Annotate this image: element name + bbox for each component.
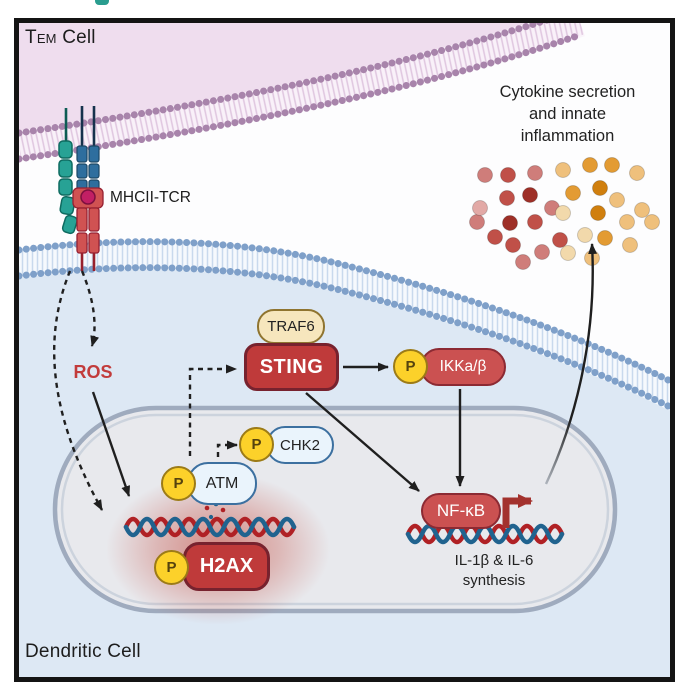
- cytokine-caption: Cytokine secretion and innate inflammati…: [455, 82, 680, 148]
- arrow-ros-to-dna: [91, 391, 131, 497]
- cytokine-dot: [505, 237, 521, 253]
- damaged-dna: [123, 516, 297, 538]
- cytokine-dot: [555, 205, 571, 221]
- cytokine-caption-line1: Cytokine secretion: [499, 83, 636, 101]
- peptide-antigen: [80, 189, 96, 205]
- cytokine-dot: [634, 202, 650, 218]
- arrow-atm-to-chk2: [216, 440, 238, 457]
- cytokine-dot: [565, 185, 581, 201]
- mhcii-tcr-receptor: [58, 106, 104, 271]
- il-synthesis-caption: IL-1β & IL-6 synthesis: [414, 551, 574, 591]
- ros-label: ROS: [73, 362, 113, 382]
- cytokine-dots: [469, 157, 660, 270]
- h2ax-phospho-badge: P: [154, 550, 189, 585]
- cytokine-caption-line2: and innate: [528, 104, 607, 123]
- top-crop-artifact: [95, 0, 109, 5]
- cytokine-dot: [577, 227, 593, 243]
- cytokine-dot: [499, 190, 515, 206]
- il-synthesis-line1: IL-1β & IL-6: [454, 552, 534, 569]
- sting-node: STING: [244, 343, 339, 391]
- traf6-node: TRAF6: [257, 309, 325, 344]
- cytokine-dot: [622, 237, 638, 253]
- ikk-phospho-badge: P: [393, 349, 428, 384]
- cytokine-dot: [609, 192, 625, 208]
- cytokine-dot: [592, 180, 608, 196]
- arrow-to-cytokine-secretion: [544, 243, 598, 485]
- cytokine-dot: [527, 214, 543, 230]
- pathway-arrows: [52, 243, 598, 511]
- cytokine-dot: [522, 187, 538, 203]
- nfkb-node: NF-κB: [421, 493, 501, 529]
- cytokine-dot: [469, 214, 485, 230]
- cd4-chain: [58, 140, 78, 235]
- ikk-node: IKKa/β: [420, 348, 506, 386]
- cytokine-dot: [500, 167, 516, 183]
- atm-phospho-badge: P: [161, 466, 196, 501]
- cytokine-dot: [527, 165, 543, 181]
- cytokine-dot: [534, 244, 550, 260]
- dendritic-cell-label: Dendritic Cell: [25, 641, 141, 662]
- cytokine-caption-line3: inflammation: [520, 126, 615, 145]
- tem-cell-label-subscript: EM: [36, 31, 57, 46]
- cytokine-dot: [515, 254, 531, 270]
- atm-node: ATM: [187, 462, 257, 505]
- il-synthesis-line2: synthesis: [462, 571, 526, 589]
- cytokine-dot: [644, 214, 660, 230]
- receptor-label: MHCII-TCR: [110, 189, 191, 206]
- tcr-chains: [76, 145, 100, 191]
- cytokine-dot: [582, 157, 598, 173]
- chk2-phospho-badge: P: [239, 427, 274, 462]
- tem-cell-label-suffix: Cell: [62, 27, 96, 48]
- arrow-atm-to-sting: [188, 364, 237, 456]
- cytokine-dot: [555, 162, 571, 178]
- cytokine-dot: [502, 215, 518, 231]
- cytokine-dot: [472, 200, 488, 216]
- arrow-receptor-to-ros: [80, 270, 100, 347]
- cytokine-dot: [604, 157, 620, 173]
- cytokine-dot: [552, 232, 568, 248]
- tem-cell-label: TEM Cell: [25, 27, 96, 49]
- chk2-node: CHK2: [266, 426, 334, 464]
- arrow-sting-to-nfkb: [305, 392, 420, 492]
- cytokine-dot: [487, 229, 503, 245]
- cytokine-dot: [629, 165, 645, 181]
- h2ax-node: H2AX: [183, 542, 270, 591]
- cytokine-dot: [619, 214, 635, 230]
- cytokine-dot: [597, 230, 613, 246]
- cytokine-dot: [590, 205, 606, 221]
- tem-cell-label-prefix: T: [25, 27, 37, 48]
- transcription-start-arrow: [502, 494, 533, 528]
- cytokine-dot: [477, 167, 493, 183]
- cytokine-dot: [560, 245, 576, 261]
